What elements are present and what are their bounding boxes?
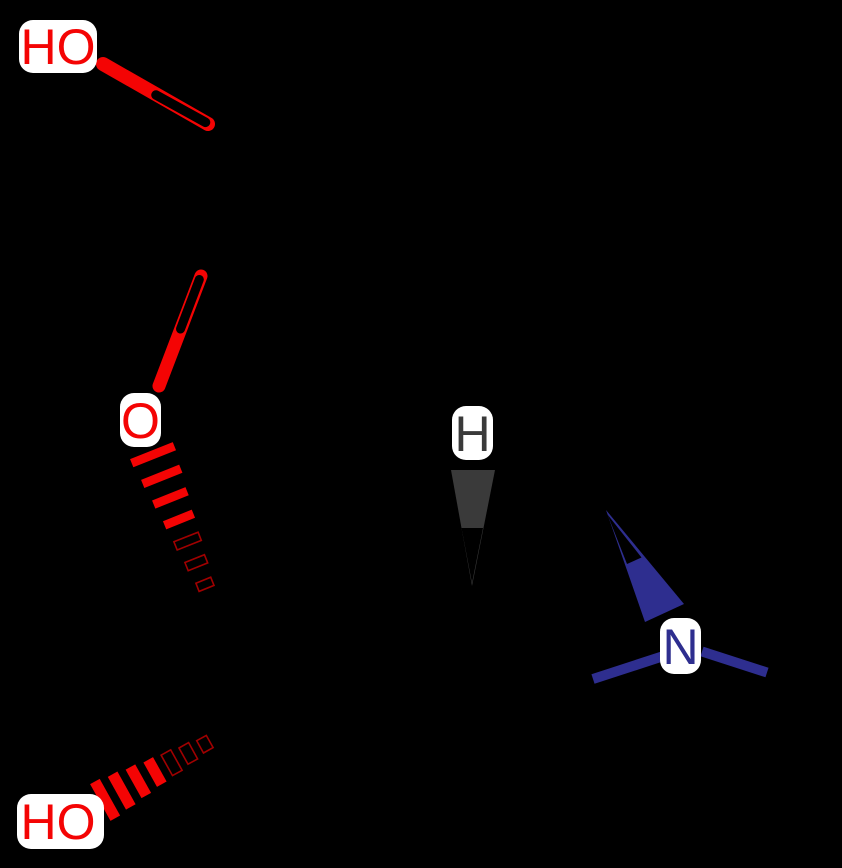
bond-n-methyl-blue-half [700,646,769,678]
h-wedge-far-half [461,528,483,583]
atom-label-text: N [662,619,698,675]
atom-label-hydroxyl-bottom: HO [17,794,104,850]
label-box [660,618,701,674]
ether-hash-wedge [130,442,216,593]
label-box [17,794,104,849]
hash-bar-7 [194,576,216,593]
label-box [452,406,493,460]
h-stereo-wedge [451,470,495,586]
hash-bar-1 [130,442,177,468]
bond-phenol-oxygen [96,57,215,131]
hash-bar-3 [152,487,189,509]
bond-ether-black-half [176,275,204,334]
hash-bar-5 [160,748,184,777]
n-wedge-far-half [607,514,642,564]
hash-bar-6 [177,741,199,766]
n-wedge-full [606,510,684,622]
atom-label-text: H [454,406,490,462]
atom-label-ether-oxygen: O [120,393,161,449]
label-box [120,393,161,447]
bond-ether-top [152,269,208,393]
hash-bar-2 [141,464,183,488]
hash-bar-2 [107,771,136,810]
hash-bar-3 [125,764,152,799]
hash-bar-4 [162,509,196,530]
atom-label-text: O [121,393,160,449]
hash-bar-7 [195,734,215,755]
hash-bar-5 [172,531,203,552]
atom-label-text: HO [21,19,96,75]
bond-n-ring-blue-half [591,651,664,684]
n-stereo-wedge [606,510,684,622]
atom-label-stereo-hydrogen: H [452,406,493,462]
atom-label-text: HO [21,794,96,850]
hydroxyl-bottom-hash-wedge [90,734,215,821]
atom-label-hydroxyl-top: HO [19,19,97,75]
label-box [19,20,97,73]
hash-bar-6 [183,553,209,572]
bond-phenol-black-half [151,90,211,128]
hash-bar-1 [90,778,121,821]
hash-bar-4 [143,757,167,787]
atom-label-amine-nitrogen: N [660,618,701,675]
